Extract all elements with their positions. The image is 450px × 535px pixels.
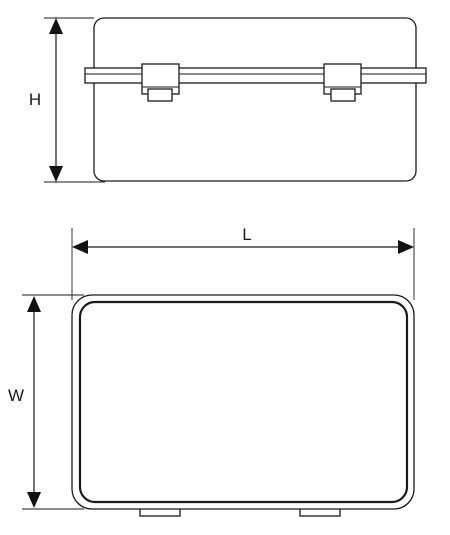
front-view: H	[29, 17, 427, 183]
width-arrow-top	[27, 296, 41, 312]
right-latch	[323, 63, 362, 102]
left-latch	[141, 63, 180, 102]
width-label: W	[8, 386, 24, 405]
left-latch-clip	[147, 88, 173, 102]
lid-flange-band	[84, 67, 427, 84]
right-latch-clip	[330, 88, 356, 102]
top-view: L W	[8, 225, 415, 517]
length-arrow-left	[72, 240, 88, 254]
top-view-inner-outline	[78, 300, 409, 504]
length-label: L	[242, 225, 251, 244]
height-arrow-top	[49, 18, 63, 34]
height-arrow-bottom	[49, 166, 63, 182]
front-view-body	[93, 17, 417, 182]
length-arrow-right	[398, 240, 414, 254]
height-label: H	[29, 90, 41, 109]
width-arrow-bottom	[27, 492, 41, 508]
